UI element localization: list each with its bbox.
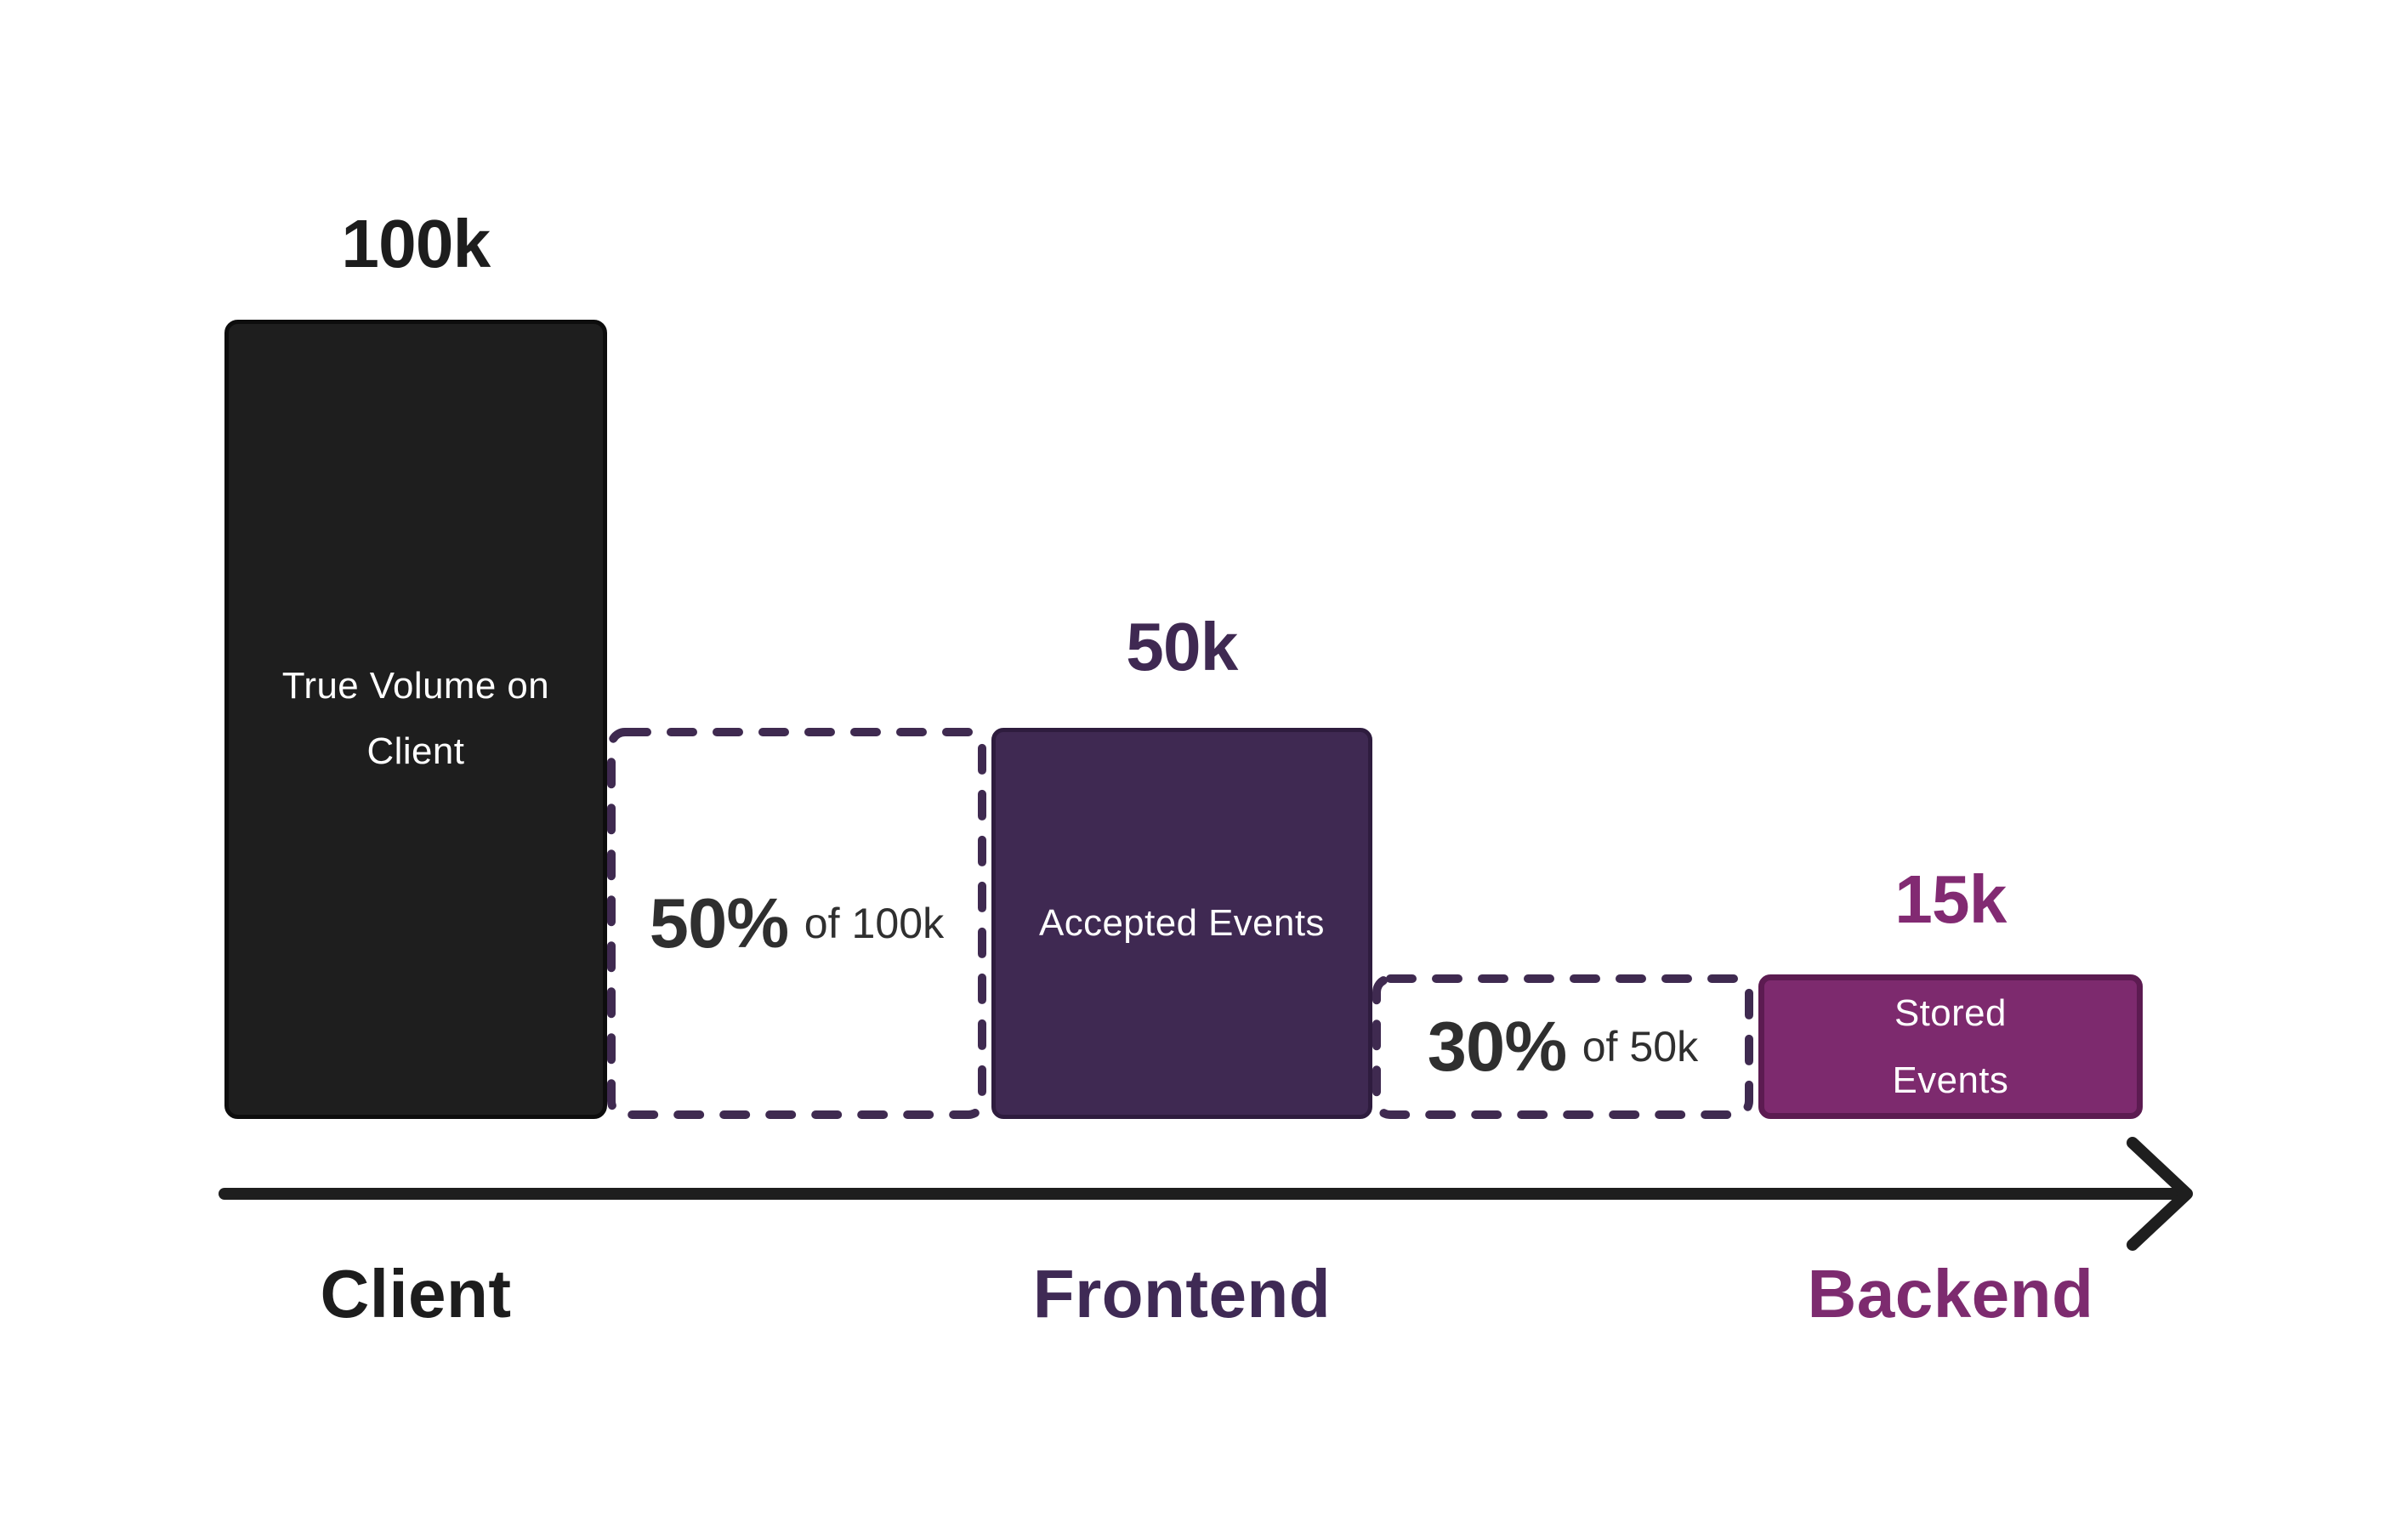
- drop-percent-30: 30%: [1427, 1006, 1567, 1086]
- value-label-backend: 15k: [1894, 860, 2007, 938]
- axis-label-frontend: Frontend: [1032, 1254, 1332, 1332]
- axis-label-client: Client: [320, 1254, 512, 1332]
- value-label-client: 100k: [341, 204, 491, 281]
- drop-annotation-frontend-to-backend: 30% of 50k: [1372, 974, 1753, 1119]
- bar-label-stored-events: Stored Events: [1892, 991, 2009, 1101]
- drop-percent-50: 50%: [649, 883, 789, 963]
- flow-arrow-head-icon: [2127, 1137, 2193, 1251]
- bar-stored-events: Stored Events: [1758, 974, 2143, 1119]
- value-label-frontend: 50k: [1126, 608, 1238, 685]
- drop-base-of-50k: of 50k: [1582, 1022, 1699, 1071]
- bar-label-true-volume: True Volume on Client: [281, 665, 550, 772]
- drop-base-of-100k: of 100k: [804, 899, 945, 947]
- drop-annotation-client-to-frontend: 50% of 100k: [607, 728, 986, 1119]
- bar-label-accepted-events: Accepted Events: [1039, 901, 1325, 944]
- bar-accepted-events: Accepted Events: [991, 727, 1372, 1119]
- axis-label-backend: Backend: [1807, 1254, 2094, 1332]
- bar-true-volume-on-client: True Volume on Client: [224, 319, 607, 1119]
